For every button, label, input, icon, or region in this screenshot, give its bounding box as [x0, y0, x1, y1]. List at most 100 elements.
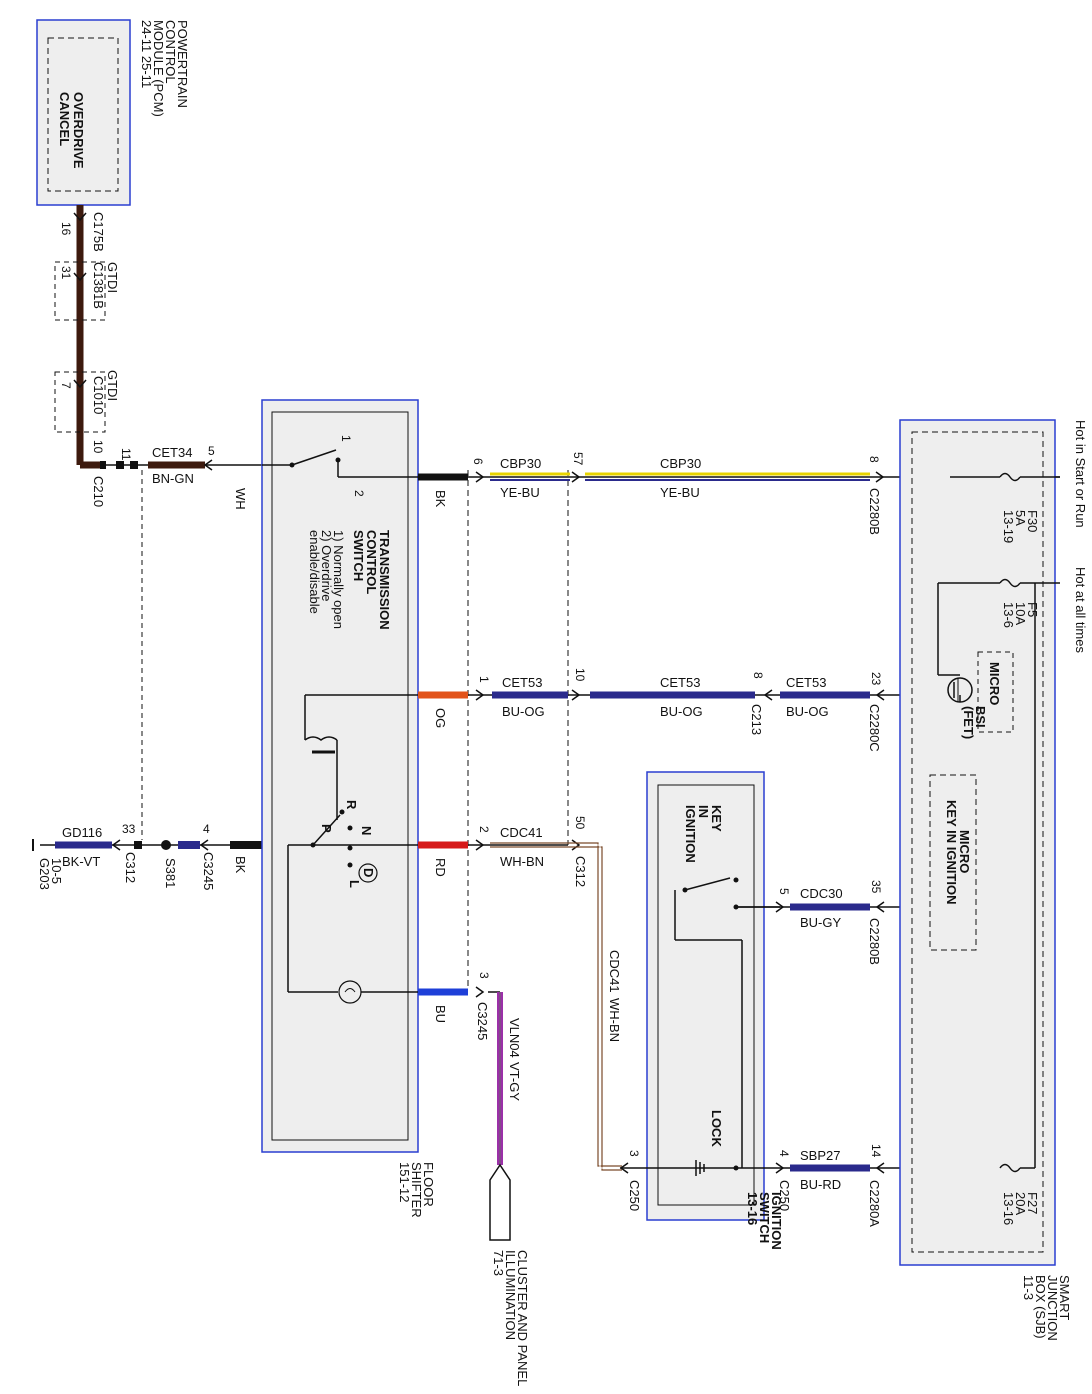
f30-line-3: 13-19 [1001, 510, 1016, 543]
pcm-title-line-3: MODULE (PCM) [151, 20, 166, 117]
pin-57: 57 [571, 452, 585, 466]
cdc41-label-1: CDC41 [500, 825, 543, 840]
micro-key-line-1: MICRO [957, 830, 972, 873]
c2280b-label-1: C2280B [867, 488, 882, 535]
gear-d: D [361, 868, 376, 877]
c210-label: C210 [91, 476, 106, 507]
bu-rd-label: BU-RD [800, 1177, 841, 1192]
tcs-title-line-3: SWITCH [351, 530, 366, 581]
g203-label: G203 [37, 858, 52, 890]
cluster-line-2: ILLUMINATION [503, 1250, 518, 1340]
pcm-title-line-2: CONTROL [163, 20, 178, 84]
tcs-pin-1: 1 [339, 435, 353, 442]
smart-junction-box: F30 5A 13-19 F5 10A 13-6 MICRO BSI (FET)… [899, 419, 1088, 1341]
rd-label: RD [433, 858, 448, 877]
pin-3-vln04: 3 [477, 972, 491, 979]
floor-shifter-line-2: SHIFTER [409, 1162, 424, 1218]
fuse-f30-icon [999, 472, 1021, 482]
bu-gy-label: BU-GY [800, 915, 842, 930]
pin-11: 11 [119, 448, 133, 461]
c250-label-right: C250 [777, 1180, 792, 1211]
c1381b-connector-icon [73, 272, 87, 282]
key-line-2: IN [696, 805, 711, 818]
pin-2-cdc41: 2 [477, 826, 491, 833]
sjb-title-line-3: BOX (SJB) [1033, 1275, 1048, 1339]
sbp27-label: SBP27 [800, 1148, 840, 1163]
g203-ref: 10-5 [49, 858, 64, 884]
ye-bu-label-2: YE-BU [660, 485, 700, 500]
gear-d-circle-icon [358, 863, 378, 883]
c3245-label-right: C3245 [475, 1002, 490, 1040]
f30-line-2: 5A [1013, 510, 1028, 526]
c3245-label-left: C3245 [201, 852, 216, 890]
pcm-inner-line-2: CANCEL [57, 92, 72, 146]
fuse-f5-icon [999, 578, 1021, 588]
pin-7: 7 [59, 382, 73, 389]
key-line-1: KEY [709, 805, 724, 832]
c250-label-left: C250 [627, 1180, 642, 1211]
pin-35: 35 [869, 880, 883, 894]
gear-n: N [359, 826, 374, 835]
cet53-label-2: CET53 [660, 675, 700, 690]
f30-line-1: F30 [1025, 510, 1040, 532]
gtdi-label-2: GTDI [105, 370, 120, 401]
tcs-pin-2: 2 [352, 490, 366, 497]
wire-cet53: OG 1 CET53 BU-OG 10 CET53 BU-OG 8 C213 C… [418, 668, 950, 752]
cluster-line-3: 71-3 [491, 1250, 506, 1276]
hot-start-run-label: Hot in Start or Run [1073, 420, 1088, 528]
f27-line-1: F27 [1025, 1192, 1040, 1214]
ignition-switch: KEY IN IGNITION LOCK IGNITION SWITCH 13-… [620, 771, 784, 1250]
pin-1-cet53: 1 [477, 676, 491, 683]
pin-10-cet53: 10 [573, 668, 587, 682]
cdc30-label: CDC30 [800, 886, 843, 901]
key-line-3: IGNITION [683, 805, 698, 863]
cbp30-label-2: CBP30 [660, 456, 701, 471]
cet53-label-1: CET53 [502, 675, 542, 690]
wh-bn-label-2: WH-BN [607, 998, 622, 1042]
gear-r: R [344, 800, 359, 810]
sjb-title-line-2: JUNCTION [1045, 1275, 1060, 1341]
pin-50: 50 [573, 816, 587, 830]
gtdi-dashed-box-2 [54, 371, 106, 433]
ignition-title-line-3: 13-16 [745, 1192, 760, 1225]
pin-33: 33 [122, 822, 136, 836]
wire-sbp27: 4 C250 SBP27 BU-RD 14 C2280A [742, 1144, 1000, 1227]
pin-16: 16 [59, 222, 73, 236]
tcs-title-line-2: CONTROL [364, 530, 379, 594]
tcs-note-line-2: 2) Overdrive [319, 530, 334, 602]
sjb-title-line-4: 11-3 [1021, 1275, 1036, 1300]
sjb-title-line-1: SMART [1057, 1275, 1072, 1320]
gd116-label: GD116 [62, 825, 102, 840]
gear-l: L [347, 880, 362, 888]
cet53-label-3: CET53 [786, 675, 826, 690]
pin-4-c3245: 4 [203, 822, 210, 836]
floor-shifter-line-1: FLOOR [421, 1162, 436, 1207]
pcm-title-line-1: POWERTRAIN [175, 20, 190, 108]
c175b-connector-icon [73, 212, 87, 222]
bk-label-cbp30: BK [433, 490, 448, 508]
f5-line-3: 13-6 [1001, 602, 1016, 628]
c1010-label: C1010 [91, 376, 106, 414]
ignition-title-line-2: SWITCH [757, 1192, 772, 1243]
cluster-connector-icon [489, 1163, 511, 1241]
coil-icon [304, 736, 338, 741]
pin-5-cdc30: 5 [777, 888, 791, 895]
bu-og-label-1: BU-OG [502, 704, 545, 719]
wire-vln04: BU 3 C3245 VLN04 VT-GY CLUSTER AND PANEL… [418, 972, 530, 1386]
c1381b-label: C1381B [91, 262, 106, 309]
f27-line-2: 20A [1013, 1192, 1028, 1215]
pin-10: 10 [91, 440, 105, 454]
gtdi-label-1: GTDI [105, 262, 120, 293]
f27-line-3: 13-16 [1001, 1192, 1016, 1225]
c312-label-left: C312 [123, 852, 138, 883]
tcs-note-line-3: enable/disable [307, 530, 322, 614]
pin-4-c250: 4 [777, 1150, 791, 1157]
pin-6: 6 [471, 458, 485, 465]
gear-p: P [319, 824, 334, 833]
f5-line-2: 10A [1013, 602, 1028, 625]
bu-og-label-3: BU-OG [786, 704, 829, 719]
vt-gy-label: VT-GY [507, 1062, 522, 1101]
fuse-f27-icon [999, 1163, 1021, 1173]
pin-5-cet34: 5 [208, 444, 215, 458]
